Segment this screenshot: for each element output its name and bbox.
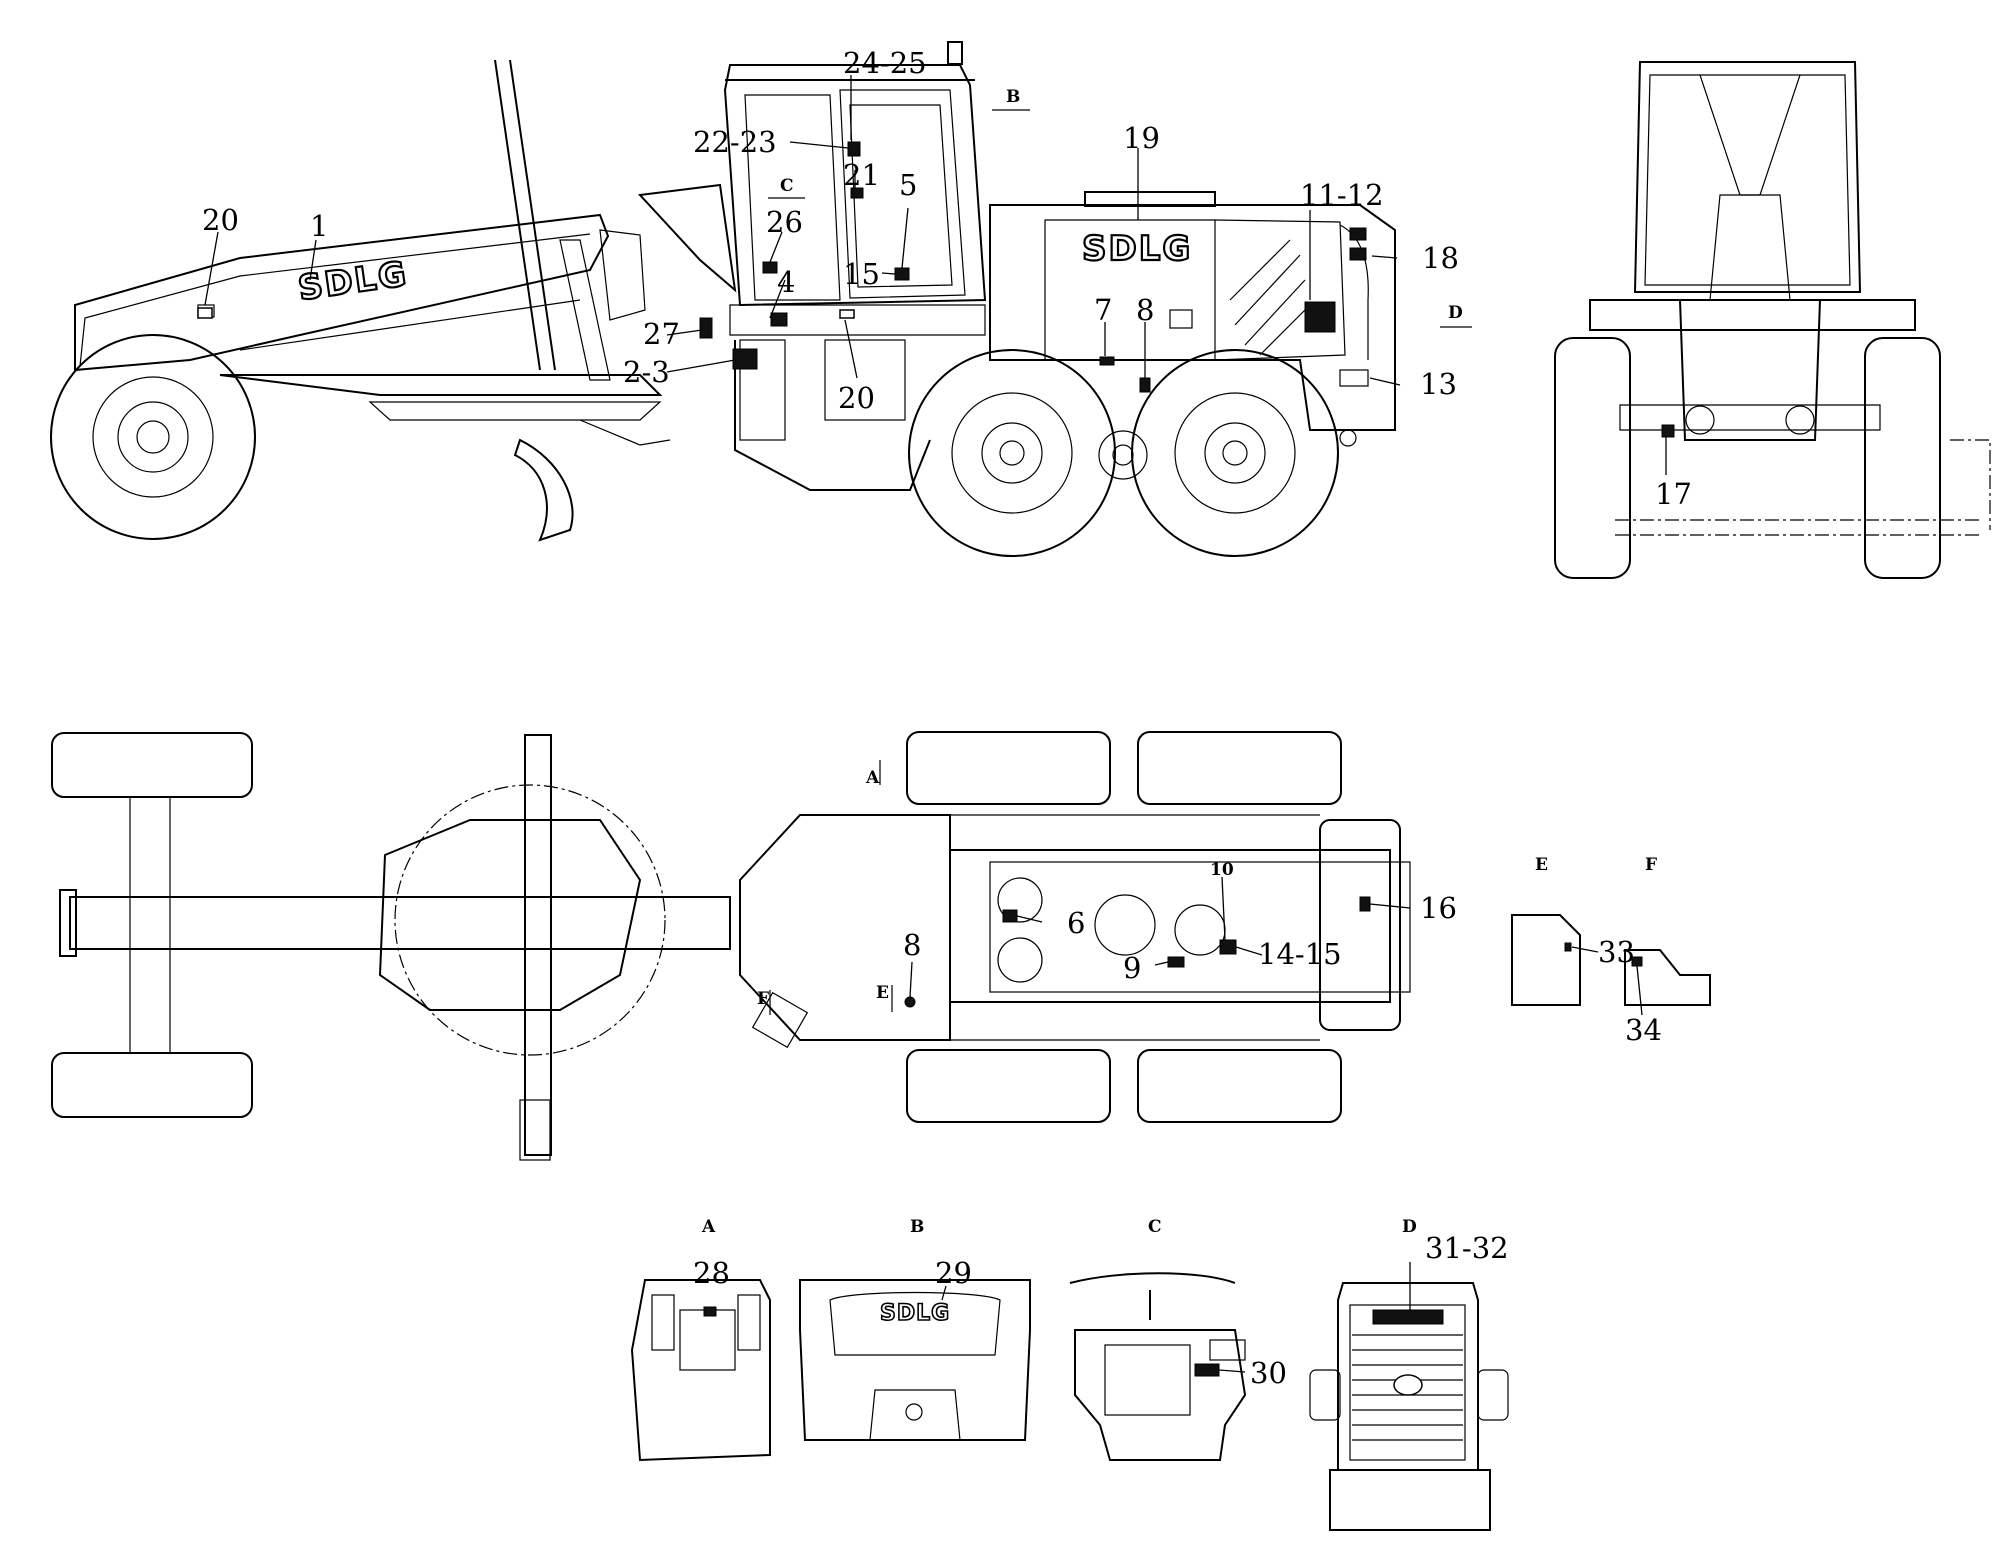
front-tyre-right [51,1052,253,1118]
hood-logo: SDLG [1082,229,1192,269]
front-boom [74,213,610,372]
callout-28: 28 [693,1256,730,1290]
front-tyre-left [51,732,253,798]
circle-turntable [394,784,666,1056]
view-label-E: E [1535,855,1548,875]
callout-17: 17 [1655,477,1692,511]
hood-front-logo: SDLG [880,1301,950,1326]
callout-7: 7 [1094,293,1112,327]
callout-14-15: 14-15 [1258,937,1342,971]
callout-20-boom: 20 [202,203,239,237]
detail-C: C 30 [1069,1217,1287,1461]
detail-E: E 33 [1511,855,1635,1006]
rear-tyre-2 [1137,731,1342,805]
tandem-hub [1098,430,1148,480]
callout-1: 1 [310,209,328,243]
callout-33: 33 [1598,935,1635,969]
detail-F: F 34 [1624,855,1711,1047]
front-wheel [50,334,256,540]
callout-5: 5 [899,168,917,202]
callout-22-23: 22-23 [693,125,777,159]
marker-C: C [780,176,794,196]
side-view: SDLG SDLG [50,41,1472,557]
marker-A: A [865,768,880,788]
callout-24-25: 24-25 [843,46,927,80]
detail-D: D 31-32 [1309,1217,1509,1531]
radiator-grille [1352,1334,1463,1441]
callout-20-step: 20 [838,381,875,415]
rear-tyre-3 [906,1049,1111,1123]
callout-6: 6 [1067,906,1085,940]
callout-26: 26 [766,205,803,239]
callout-4: 4 [777,265,795,299]
callout-13: 13 [1420,367,1457,401]
view-label-B: B [910,1217,924,1237]
callout-34: 34 [1625,1013,1662,1047]
detail-A: A 28 [630,1217,771,1462]
cab [637,41,987,491]
view-label-A: A [701,1217,716,1237]
callout-27: 27 [643,317,680,351]
marker-D: D [1448,303,1463,323]
view-label-D: D [1402,1217,1417,1237]
callout-18: 18 [1422,241,1459,275]
callout-19: 19 [1123,121,1160,155]
rear-tyre-4 [1137,1049,1342,1123]
callout-2-3: 2-3 [623,355,670,389]
callout-31-32: 31-32 [1425,1231,1509,1265]
detail-B: B SDLG 29 [799,1217,1031,1441]
marker-E: E [876,983,889,1003]
callout-9: 9 [1123,951,1141,985]
engine-module [949,849,1391,1003]
callout-30: 30 [1250,1356,1287,1390]
rear-wheel-front [908,349,1116,557]
callout-15: 15 [843,257,880,291]
top-view: 6 9 10 14-15 16 8 A E F [51,731,1457,1161]
decal-marks [197,141,1367,393]
callout-8-side: 8 [1136,293,1154,327]
callout-21: 21 [843,158,880,192]
callout-11-12: 11-12 [1300,178,1384,212]
engine-hood [989,191,1396,447]
callout-8-top: 8 [903,928,921,962]
blade-plan [524,734,552,1156]
view-label-F: F [1645,855,1657,875]
callout-29: 29 [935,1256,972,1290]
blade-assembly [219,59,671,542]
rear-wheel-back [1131,349,1339,557]
callout-10: 10 [1210,860,1234,880]
rear-view: 17 [1554,61,1991,579]
main-frame [69,896,731,950]
callout-16: 16 [1420,891,1457,925]
view-label-C: C [1148,1217,1162,1237]
marker-F: F [757,989,769,1009]
rear-tyre-1 [906,731,1111,805]
side-leaders [204,75,1401,386]
marker-B: B [1006,87,1020,107]
